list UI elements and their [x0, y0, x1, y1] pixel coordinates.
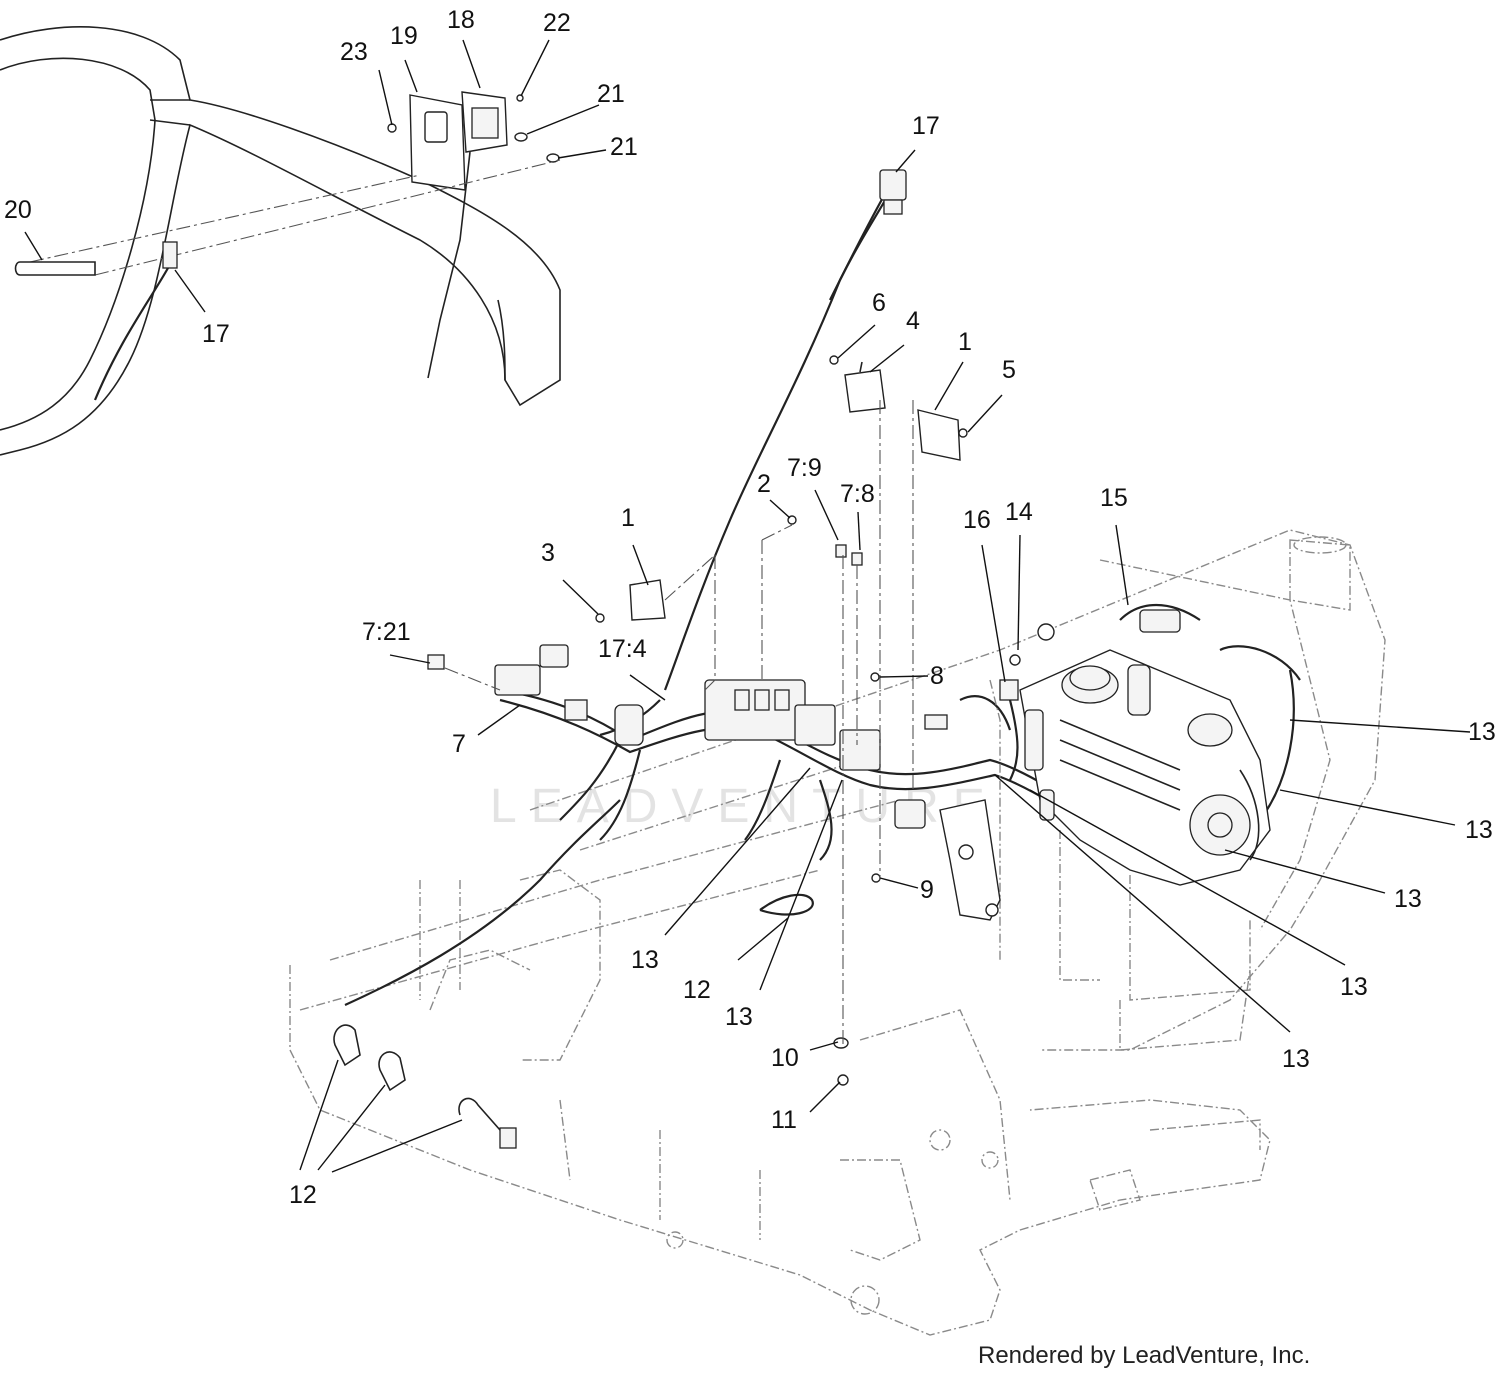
- callout-16: 16: [963, 506, 991, 534]
- callout-20: 20: [4, 196, 32, 224]
- callout-13-c: 13: [1394, 885, 1422, 913]
- callout-7-9: 7:9: [787, 454, 822, 482]
- harness-loop: [759, 893, 814, 916]
- callout-5: 5: [1002, 356, 1016, 384]
- callout-21a: 21: [597, 80, 625, 108]
- phantom-line-top-2: [29, 174, 421, 263]
- callout-13-f: 13: [725, 1003, 753, 1031]
- callout-8: 8: [930, 662, 944, 690]
- engine-mount: [939, 799, 1001, 921]
- callout-2: 2: [757, 470, 771, 498]
- callout-11: 11: [771, 1106, 797, 1134]
- callout-17-left: 17: [202, 320, 230, 348]
- leader-lines: [24, 39, 1471, 1173]
- frame-front-detail: [429, 949, 531, 1011]
- callout-7-8: 7:8: [840, 480, 875, 508]
- callout-12-center: 12: [683, 976, 711, 1004]
- callout-19: 19: [390, 22, 418, 50]
- wire-17-left: [93, 267, 169, 401]
- fuse-block: [494, 644, 948, 829]
- callout-10: 10: [771, 1044, 799, 1072]
- callout-12-front: 12: [289, 1181, 317, 1209]
- pin-20: [14, 261, 96, 276]
- callout-13-a: 13: [1468, 718, 1496, 746]
- callout-23: 23: [340, 38, 368, 66]
- module-bracket: [387, 91, 560, 379]
- callout-13-e: 13: [631, 946, 659, 974]
- callout-13-d: 13: [1340, 973, 1368, 1001]
- callout-4: 4: [906, 307, 920, 335]
- callout-15: 15: [1100, 484, 1128, 512]
- callout-6: 6: [872, 289, 886, 317]
- engine: [989, 609, 1271, 1001]
- wire-lower-front: [344, 799, 621, 1007]
- callout-7-21: 7:21: [362, 618, 411, 646]
- rops-bar: [0, 26, 561, 456]
- callout-21b: 21: [610, 133, 638, 161]
- callout-22: 22: [543, 9, 571, 37]
- callout-3: 3: [541, 539, 555, 567]
- callout-1-lower: 1: [621, 504, 635, 532]
- callout-18: 18: [447, 6, 475, 34]
- relays-upper: [427, 355, 968, 1086]
- chassis-frame: [289, 529, 1386, 1336]
- callout-13-b: 13: [1465, 816, 1493, 844]
- callout-13-g: 13: [1282, 1045, 1310, 1073]
- credit-text: Rendered by LeadVenture, Inc.: [978, 1342, 1310, 1369]
- callout-17-top: 17: [912, 112, 940, 140]
- phantom-verticals: [444, 400, 914, 1045]
- front-brackets: [333, 1024, 517, 1149]
- connector-17-top: [879, 169, 907, 215]
- callout-1-upper: 1: [958, 328, 972, 356]
- callouts: 23 19 18 22 21 21 20 17 17 6 4 1 5 2 7:9…: [4, 6, 1496, 1209]
- callout-7: 7: [452, 730, 466, 758]
- callout-9: 9: [920, 876, 934, 904]
- callout-14: 14: [1005, 498, 1033, 526]
- switch-17-left: [162, 241, 178, 269]
- callout-17-4: 17:4: [598, 635, 647, 663]
